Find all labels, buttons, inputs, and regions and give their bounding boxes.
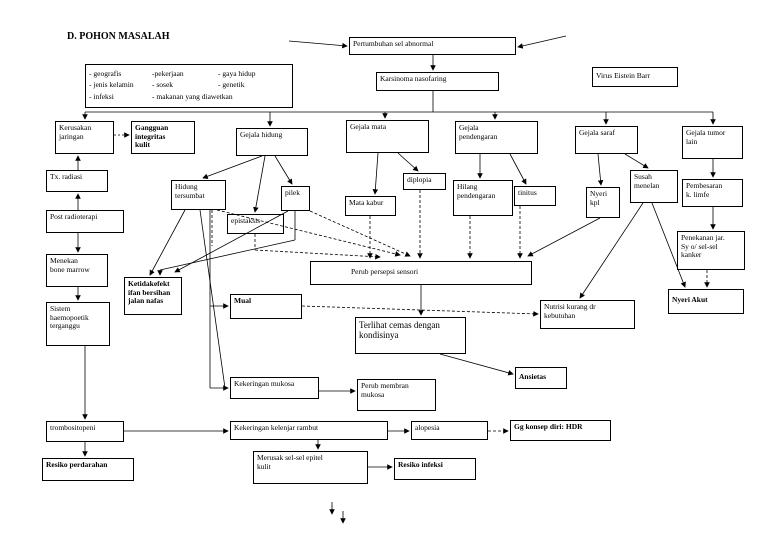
- node-terlihat-cemas: Terlihat cemas dengan kondisinya: [355, 317, 466, 354]
- factor-genetik: - genetik: [218, 80, 245, 89]
- node-penekanan-jaringan: Penekanan jar. Sy o/ sel-sel kanker: [677, 231, 745, 270]
- node-pembesaran-kelenjar-limfe: Pembesaran k. limfe: [682, 179, 743, 207]
- node-pilek: pilek: [281, 186, 310, 211]
- node-diplopia: diplopia: [403, 173, 446, 190]
- node-karsinoma-nasofaring: Karsinoma nasofaring: [376, 72, 499, 91]
- node-nyeri-kpl: Nyeri kpl: [586, 187, 620, 218]
- node-kekeringan-kelenjar-rambut: Kekeringan kelenjar rambut: [230, 421, 388, 440]
- factor-makanan: - makanan yang diawetkan: [152, 92, 233, 101]
- node-gejala-tumor-lain: Gejala tumor lain: [682, 126, 743, 159]
- node-gejala-pendengaran: Gejala pendengaran: [455, 121, 538, 154]
- node-virus-eistein-barr: Virus Eistein Barr: [592, 67, 678, 87]
- risk-factors-box: [85, 64, 293, 108]
- node-kerusakan-jaringan: Kerusakan jaringan: [55, 121, 114, 154]
- node-perub-persepsi-sensori: Perub persepsi sensori: [310, 261, 532, 285]
- node-epistaksis: epistaksis: [227, 214, 284, 234]
- node-tx-radiasi: Tx. radiasi: [46, 170, 108, 192]
- factor-pekerjaan: -pekerjaan: [152, 69, 184, 78]
- diagram-title: D. POHON MASALAH: [67, 31, 170, 42]
- factor-gaya-hidup: - gaya hidup: [218, 69, 256, 78]
- node-trombositopeni: trombositopeni: [46, 421, 124, 442]
- node-gejala-mata: Gejala mata: [346, 120, 429, 153]
- factor-sosek: - sosek: [152, 80, 174, 89]
- node-gejala-hidung: Gejala hidung: [236, 128, 308, 156]
- node-mata-kabur: Mata kabur: [345, 196, 396, 216]
- node-merusak-sel-epitel: Merusak sel-sel epitel kulit: [253, 451, 368, 484]
- node-mual: Mual: [230, 294, 302, 319]
- factor-jenis-kelamin: - jenis kelamin: [89, 80, 134, 89]
- node-hilang-pendengaran: Hilang pendengaran: [453, 180, 513, 216]
- node-sistem-haemopoetik: Sistem haemopoetik terganggu: [46, 302, 110, 346]
- node-alopesia: alopesia: [411, 421, 488, 440]
- node-tinitus: tinitus: [514, 186, 556, 206]
- factor-geografis: - geografis: [89, 69, 122, 78]
- node-nutrisi-kurang: Nutrisi kurang dr kebutuhan: [540, 300, 635, 329]
- node-susah-menelan: Susah menelan: [630, 170, 678, 203]
- node-resiko-perdarahan: Resiko perdarahan: [42, 458, 134, 481]
- factor-infeksi: - infeksi: [89, 92, 114, 101]
- node-menekan-bone-marrow: Menekan bone marrow: [46, 254, 108, 287]
- node-perub-membran-mukosa: Perub membran mukosa: [357, 379, 436, 411]
- node-kekeringan-mukosa: Kekeringan mukosa: [230, 377, 319, 399]
- node-post-radioterapi: Post radioterapi: [46, 210, 124, 233]
- node-gangguan-integritas-kulit: Gangguan integritas kulit: [131, 121, 195, 154]
- node-pertumbuhan-sel-abnormal: Pertumbuhan sel abnormal: [349, 37, 516, 55]
- node-gg-konsep-diri: Gg konsep diri: HDR: [510, 420, 611, 441]
- node-ketidakefektifan-bersihan-jalan-nafas: Ketidakefekt ifan bersihan jalan nafas: [124, 277, 182, 315]
- node-nyeri-akut: Nyeri Akut: [668, 289, 744, 314]
- node-ansietas: Ansietas: [515, 367, 567, 389]
- node-resiko-infeksi: Resiko infeksi: [394, 458, 476, 480]
- node-hidung-tersumbat: Hidung tersumbat: [171, 180, 226, 210]
- node-gejala-saraf: Gejala saraf: [575, 126, 638, 154]
